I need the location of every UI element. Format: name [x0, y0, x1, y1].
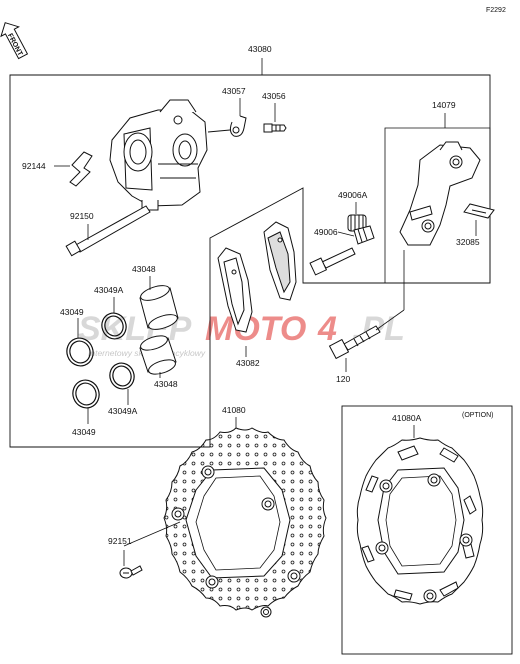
option-outline [341, 405, 513, 655]
label-92144: 92144 [22, 161, 46, 171]
leader-49006 [337, 231, 355, 237]
piston-seal-icon [66, 337, 94, 367]
piston-seal-lower-icon [72, 379, 100, 409]
dust-seal-icon [101, 312, 127, 340]
label-43057: 43057 [222, 86, 246, 96]
label-43048b: 43048 [154, 379, 178, 389]
brake-pad-icon [217, 247, 253, 333]
label-43048a: 43048 [132, 264, 156, 274]
caliper-pin-icon [65, 205, 151, 257]
label-120: 120 [336, 374, 350, 384]
pad-spring-icon [69, 151, 93, 187]
caliper-bracket-icon [399, 141, 481, 246]
piston-icon [139, 285, 179, 330]
bracket-outline [384, 127, 491, 284]
piston-lower-icon [139, 335, 177, 375]
label-43049Ab: 43049A [108, 406, 138, 416]
label-43056: 43056 [262, 91, 286, 101]
label-41080A: 41080A [392, 413, 422, 423]
bleed-hose-icon [207, 115, 247, 137]
brake-pad-rear-icon [263, 221, 297, 301]
bleeder-screw-icon [263, 123, 287, 133]
label-43082: 43082 [236, 358, 260, 368]
disc-screw-icon [119, 565, 143, 579]
label-49006A: 49006A [338, 190, 368, 200]
front-arrow-icon: FRONT [0, 22, 29, 60]
rubber-boot-icon [347, 214, 367, 232]
label-43049Aa: 43049A [94, 285, 124, 295]
diagram-code: F2292 [486, 7, 506, 14]
rubber-boot-small-icon [353, 225, 375, 245]
label-43080: 43080 [248, 44, 272, 54]
dust-seal-lower-icon [109, 362, 135, 390]
caliper-body-icon [109, 99, 208, 211]
label-92151: 92151 [108, 536, 132, 546]
mounting-bolt-icon [328, 325, 381, 360]
caliper-assembly-outline [9, 74, 491, 448]
label-14079: 14079 [432, 100, 456, 110]
watermark-text-b: MOTO [205, 310, 306, 348]
label-92150: 92150 [70, 211, 94, 221]
label-49006: 49006 [314, 227, 338, 237]
label-43049a: 43049 [60, 307, 84, 317]
label-32085: 32085 [456, 237, 480, 247]
label-41080: 41080 [222, 405, 246, 415]
option-brake-disc-icon [356, 437, 484, 605]
label-43049b: 43049 [72, 427, 96, 437]
option-label: (OPTION) [462, 412, 494, 419]
brake-disc-icon [163, 427, 327, 618]
watermark-text-c: 4 [317, 310, 337, 348]
pad-retainer-icon [463, 203, 495, 219]
slide-pin-icon [309, 247, 356, 276]
